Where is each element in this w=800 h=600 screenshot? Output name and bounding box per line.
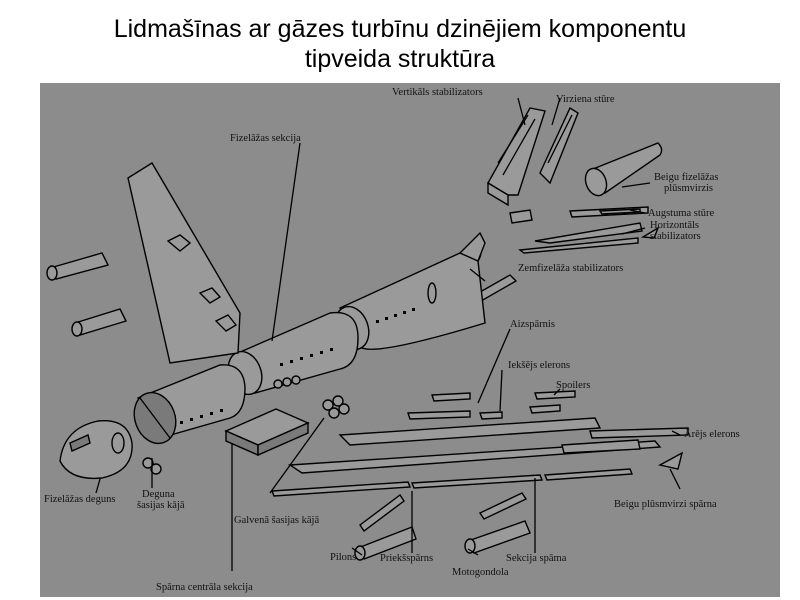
label-horizontal-stabilizer-line1: Horizontāls bbox=[650, 220, 699, 231]
right-engine-2 bbox=[465, 521, 530, 553]
label-rudder: Virziena stūre bbox=[556, 94, 615, 105]
label-nose-gear-line2: šasijas kājā bbox=[137, 500, 185, 511]
label-elevator: Augstuma stūre bbox=[648, 208, 715, 219]
title-line-2: tipveida struktūra bbox=[0, 44, 800, 74]
right-wing-flaps bbox=[340, 393, 600, 445]
label-flap: Aizspārnis bbox=[510, 319, 555, 330]
nose-section bbox=[60, 421, 132, 479]
label-outboard-aileron: Ārējs elerons bbox=[684, 429, 740, 440]
label-nose-gear-line1: Deguna bbox=[142, 489, 175, 500]
right-wing-spoilers bbox=[530, 391, 575, 413]
elevator bbox=[570, 207, 648, 217]
horizontal-stabilizer bbox=[520, 223, 658, 253]
label-wingtip-fairing: Beigu plūsmvirzi spārna bbox=[614, 499, 717, 510]
label-vertical-stabilizer: Vertikāls stabilizators bbox=[392, 87, 483, 98]
left-engine-upper bbox=[47, 253, 108, 280]
label-slats: Priekšspārns bbox=[380, 553, 433, 564]
tail-cone bbox=[582, 143, 662, 199]
label-fuselage-section: Fizelāžas sekcija bbox=[230, 133, 301, 144]
label-nose-section: Fizelāžas deguns bbox=[44, 494, 115, 505]
label-wing-center-section: Spārna centrāla sekcija bbox=[156, 582, 253, 593]
label-nacelle: Motogondola bbox=[452, 567, 509, 578]
label-wing-section: Sekcija spāma bbox=[506, 553, 567, 564]
label-pylons: Pilons bbox=[330, 552, 356, 563]
label-horizontal-stabilizer-line2: stabilizators bbox=[650, 231, 701, 242]
right-pylon-2 bbox=[480, 493, 526, 519]
left-engine-lower bbox=[72, 309, 126, 336]
wingtip-fairing bbox=[660, 453, 682, 469]
label-main-gear: Galvenā šasijas kājā bbox=[234, 515, 319, 526]
right-wing-leading-edge bbox=[272, 469, 632, 496]
label-ventral-fin: Zemfizelāža stabilizators bbox=[518, 263, 623, 274]
vertical-stabilizer bbox=[488, 108, 545, 223]
label-spoilers: Spoilers bbox=[556, 380, 590, 391]
slide-title: Lidmašīnas ar gāzes turbīnu dzinējiem ko… bbox=[0, 14, 800, 74]
aircraft-exploded-diagram: Vertikāls stabilizators Virziena stūre F… bbox=[40, 83, 780, 597]
main-landing-gear bbox=[323, 396, 349, 418]
right-pylon-1 bbox=[360, 495, 404, 531]
label-tail-cone-line1: Beigu fizelāžas bbox=[654, 172, 718, 183]
right-wing-aileron bbox=[590, 428, 688, 438]
wing-center-section bbox=[226, 409, 308, 455]
left-wing bbox=[128, 163, 240, 363]
title-line-1: Lidmašīnas ar gāzes turbīnu dzinējiem ko… bbox=[0, 14, 800, 44]
diagram-drawing: Vertikāls stabilizators Virziena stūre F… bbox=[40, 83, 780, 597]
nose-landing-gear bbox=[143, 458, 161, 478]
label-inboard-aileron: Iekšējs elerons bbox=[508, 360, 570, 371]
label-tail-cone-line2: plūsmvirzis bbox=[664, 183, 713, 194]
right-wing-box bbox=[290, 440, 660, 473]
rudder bbox=[540, 108, 578, 183]
